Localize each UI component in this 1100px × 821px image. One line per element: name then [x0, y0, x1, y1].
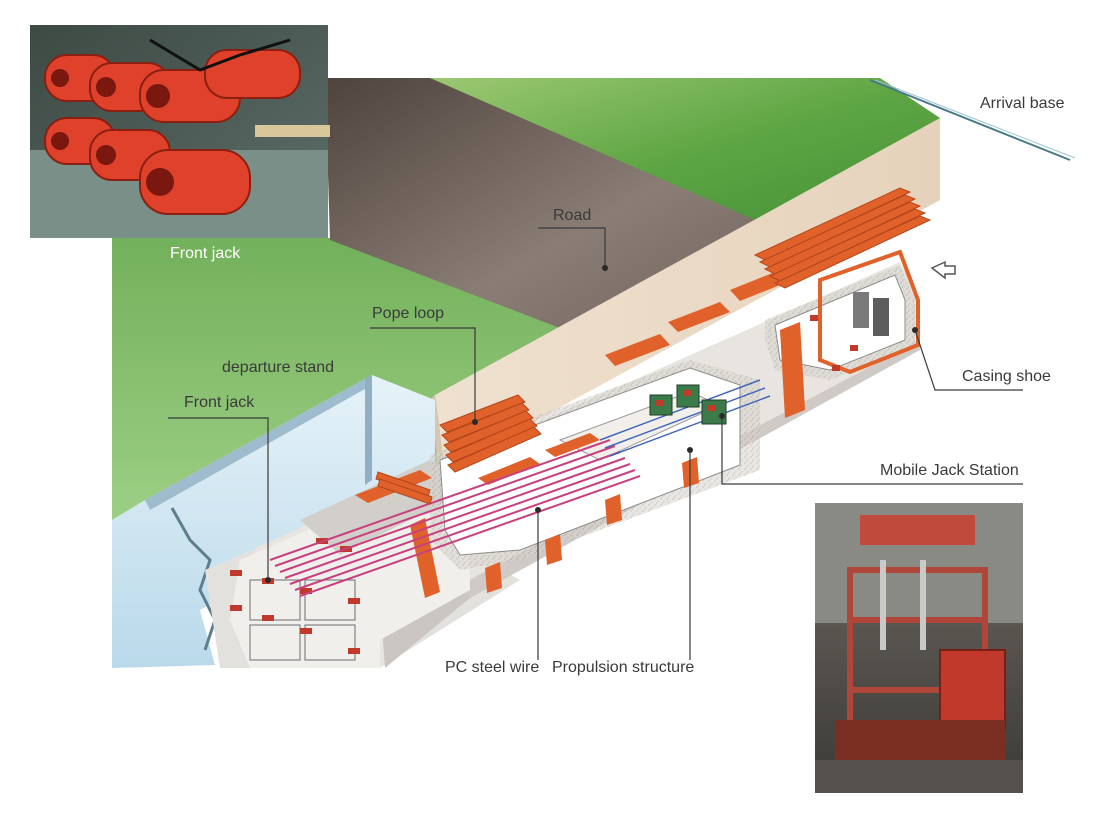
arrival-base-label: Arrival base	[980, 95, 1065, 112]
leader-lines	[168, 227, 1023, 660]
mobile-jack-station-photo	[815, 503, 1023, 793]
road-label: Road	[553, 207, 592, 224]
pope-loop-label: Pope loop	[372, 305, 445, 322]
front-jack-photo-caption: Front jack	[170, 245, 241, 262]
earth-wall	[435, 118, 940, 470]
direction-arrow-icon	[930, 260, 956, 280]
guide-wires	[599, 379, 771, 457]
departure-stand-label: departure stand	[222, 359, 335, 376]
mobile-jack-units	[649, 384, 727, 425]
departure-shaft	[112, 375, 435, 668]
pope-loop-pipes-left	[439, 394, 542, 473]
road-surface	[325, 78, 760, 330]
pc-steel-wire-label: PC steel wire	[445, 659, 540, 676]
front-jack-label: Front jack	[184, 394, 255, 411]
pc-steel-wires	[269, 439, 641, 597]
arrival-base-line	[869, 79, 1071, 161]
pope-loop-pipes-right	[753, 187, 932, 289]
casing-shoe-frame	[810, 249, 920, 375]
front-jack-photo	[30, 25, 330, 238]
casing-shoe-label: Casing shoe	[962, 368, 1051, 385]
propulsion-structure-label: Propulsion structure	[552, 659, 695, 676]
mobile-jack-station-label: Mobile Jack Station	[880, 462, 1019, 479]
leader-dots	[265, 265, 918, 583]
pope-loop-pipes-front	[375, 471, 433, 505]
